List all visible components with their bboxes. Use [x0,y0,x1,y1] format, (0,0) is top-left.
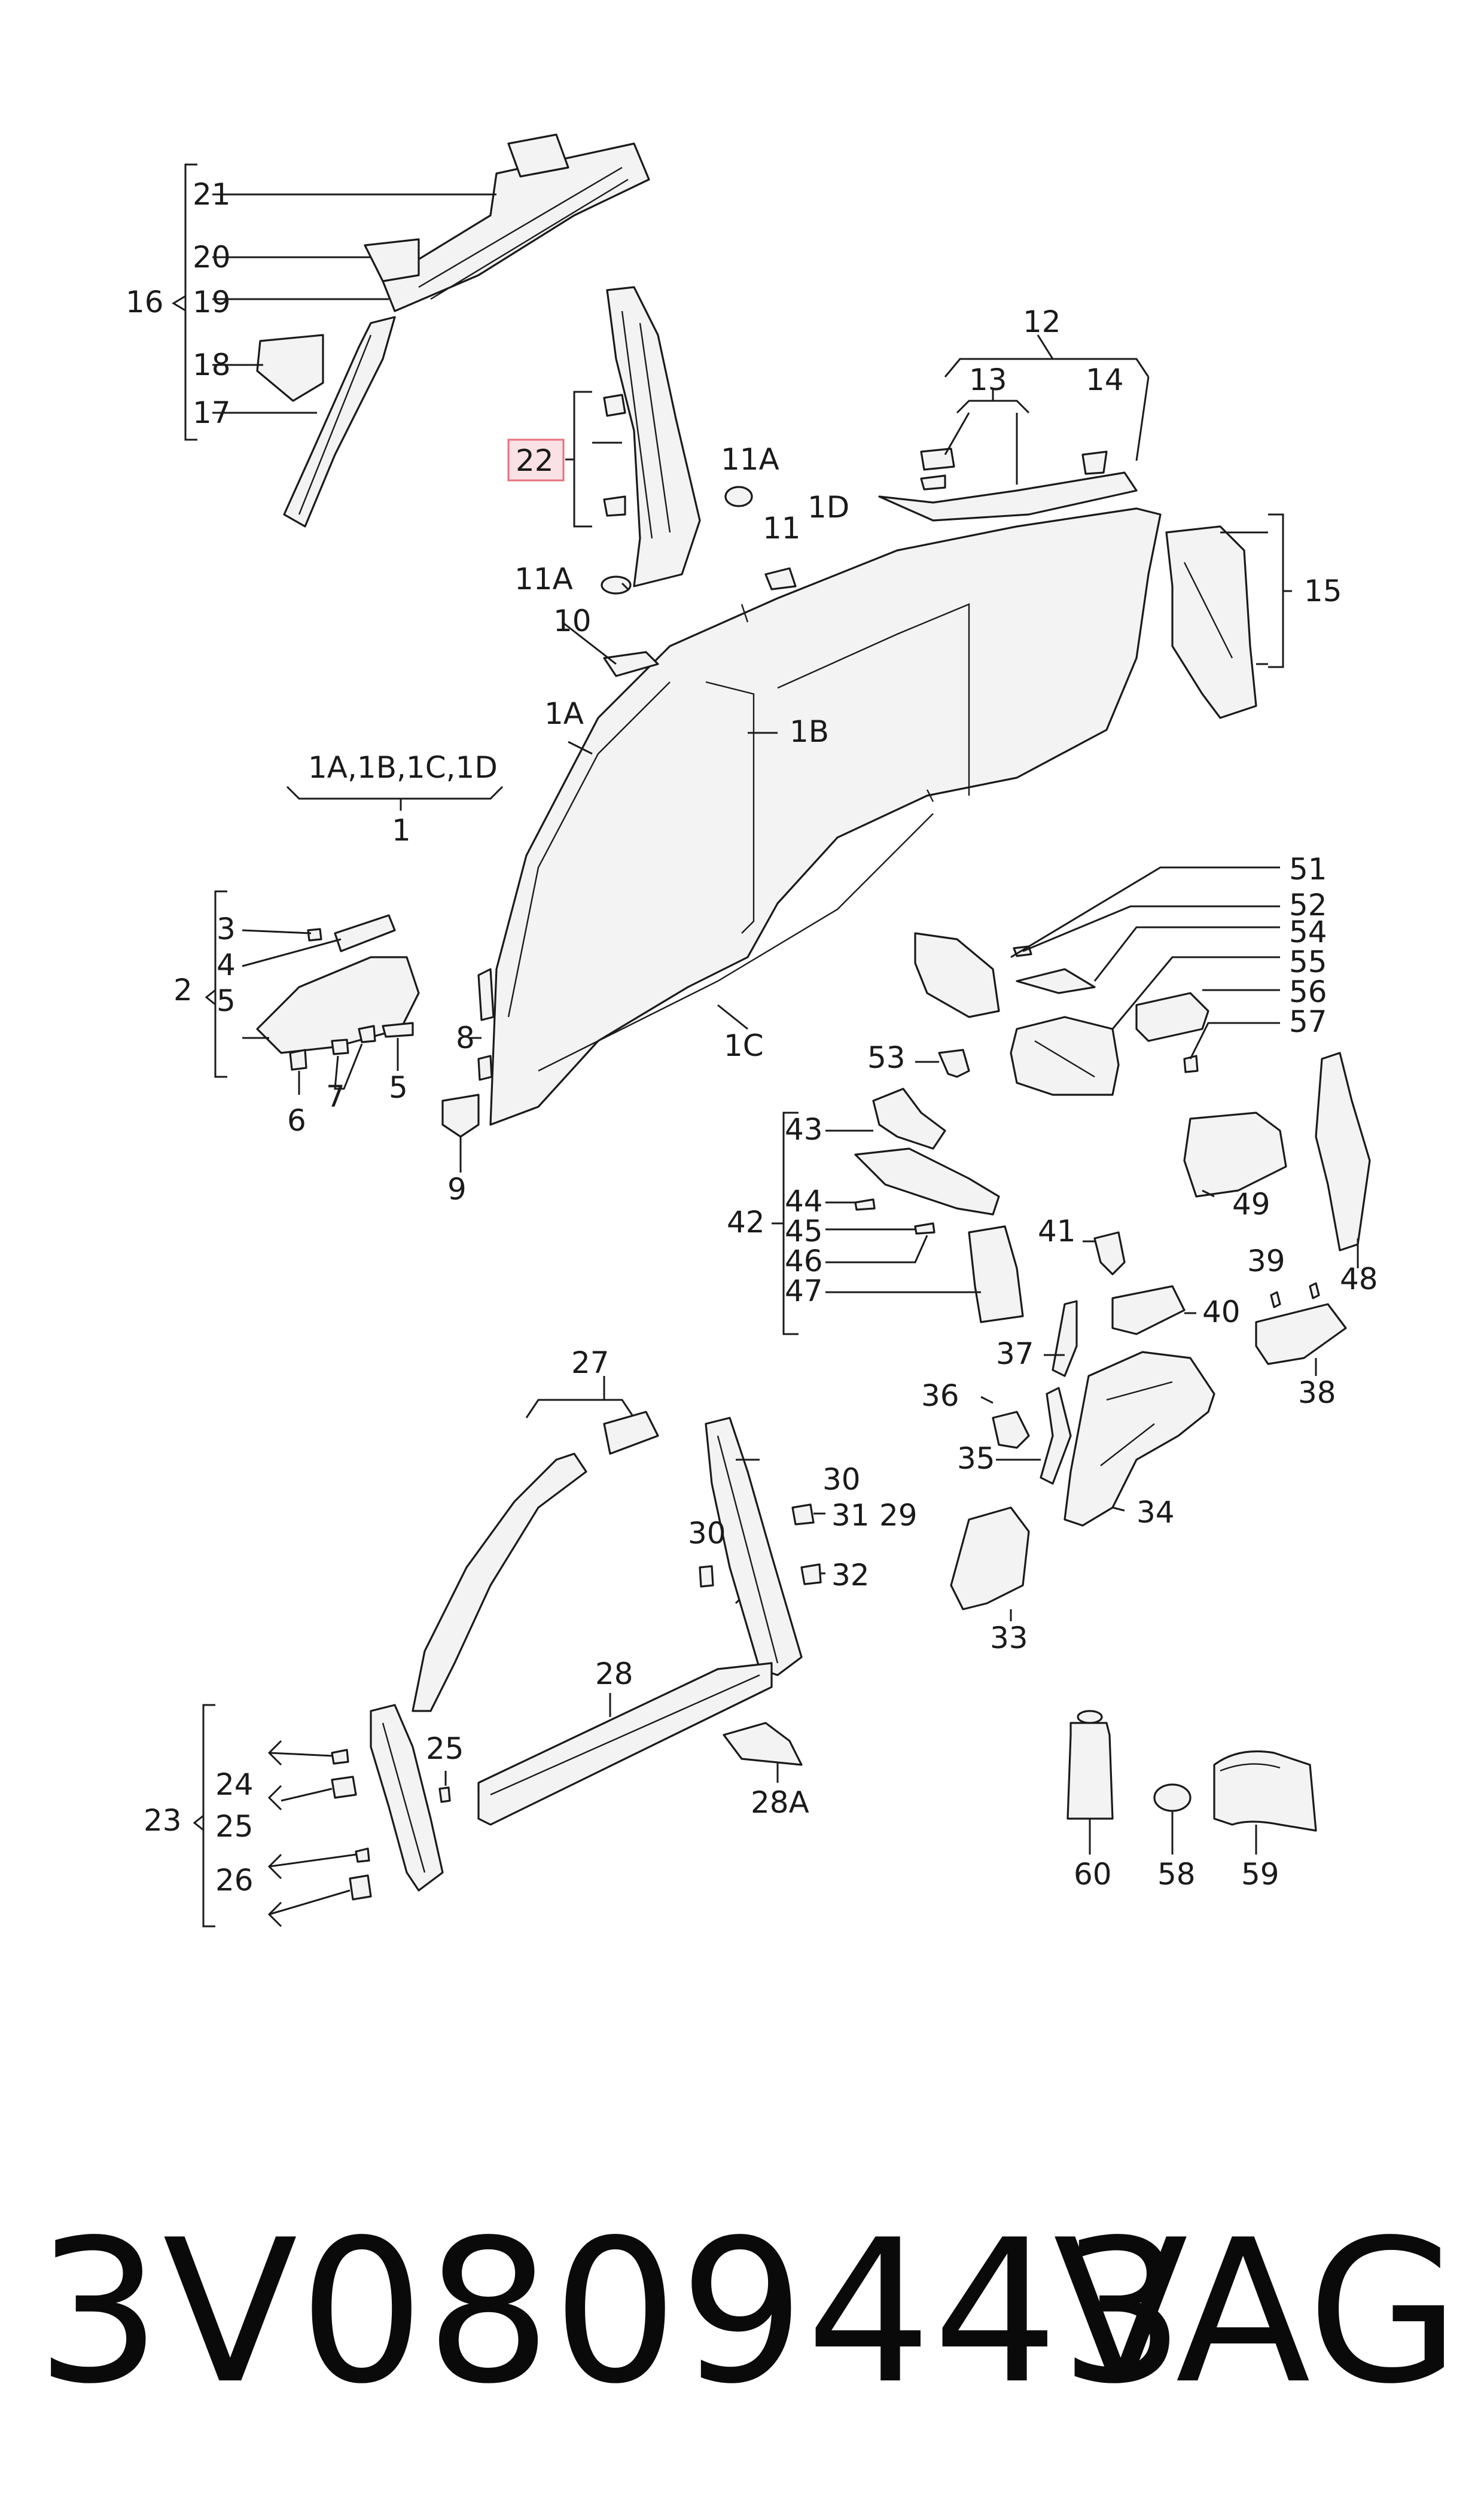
inner-pillar-group [412,1376,825,1712]
callout-1b: 1B [790,714,829,749]
callout-44: 44 [785,1184,823,1219]
callout-60: 60 [1074,1857,1112,1892]
callout-48: 48 [1340,1262,1378,1296]
callout-22: 22 [516,443,554,478]
callout-1d: 1D [807,490,849,525]
sill-group [477,1662,803,1826]
callout-56: 56 [1289,975,1327,1009]
callout-11a-top: 11A [721,442,779,477]
callout-47: 47 [785,1274,823,1308]
callout-49: 49 [1232,1187,1270,1222]
callout-21: 21 [193,177,231,212]
callout-1-group: 1A,1B,1C,1D [308,750,498,785]
callout-25-right: 25 [426,1731,464,1766]
callout-10: 10 [553,604,592,638]
callout-35: 35 [957,1441,995,1476]
callout-55: 55 [1289,945,1327,979]
callout-24: 24 [215,1767,254,1802]
callout-45: 45 [785,1214,823,1249]
adhesive-tape-roll-icon [1213,1750,1317,1832]
side-panel-group [286,507,1162,1173]
callout-15: 15 [1304,574,1342,608]
callout-28: 28 [595,1657,633,1691]
a-pillar-lower-group [193,1704,451,1928]
callout-20: 20 [193,240,231,275]
callout-30-right: 30 [822,1462,861,1497]
callout-11a-left: 11A [514,562,573,596]
callout-29: 29 [879,1498,918,1533]
b-pillar-group [507,286,753,595]
callout-16: 16 [126,285,164,319]
rear-inner-panel-group [914,866,1280,1096]
callout-7: 7 [326,1079,345,1114]
callout-18: 18 [193,348,231,382]
callout-23: 23 [144,1803,182,1838]
callout-3: 3 [217,912,236,946]
callout-36: 36 [921,1378,959,1413]
callout-1c: 1C [724,1028,764,1063]
callout-37: 37 [996,1336,1034,1371]
callout-2: 2 [173,973,193,1007]
roof-rail-group [172,133,650,528]
callout-25-left: 25 [215,1809,254,1844]
callout-52: 52 [1289,888,1327,922]
callout-4: 4 [217,948,236,982]
front-wheelhouse-group [205,890,420,1095]
callout-13: 13 [969,363,1007,397]
callout-30-left: 30 [688,1516,726,1551]
callout-34: 34 [1136,1495,1175,1530]
callout-33: 33 [990,1621,1028,1655]
callout-31: 31 [831,1498,870,1533]
callout-8: 8 [456,1021,475,1055]
rear-wheel-arch-group [950,1351,1215,1621]
callout-57: 57 [1289,1004,1327,1039]
callout-42: 42 [727,1205,765,1240]
callout-46: 46 [785,1244,823,1278]
rear-brace-group [1044,1052,1371,1377]
callout-39: 39 [1247,1244,1285,1278]
rear-panel-group [878,334,1292,719]
callout-28a: 28A [751,1785,809,1820]
callout-9: 9 [447,1172,467,1207]
callout-26: 26 [215,1863,254,1898]
callout-12: 12 [1023,305,1061,339]
callout-41: 41 [1038,1214,1076,1249]
part-number-label: 3V0809443 [36,2197,1187,2427]
cap-plug-icon [1153,1783,1192,1812]
callout-51: 51 [1289,852,1327,887]
callout-27: 27 [571,1345,610,1380]
callout-59: 59 [1241,1857,1279,1892]
callout-40: 40 [1202,1295,1241,1329]
callout-6: 6 [287,1103,306,1138]
callout-11: 11 [763,511,801,546]
highlight-box-22 [507,439,565,482]
callout-54: 54 [1289,915,1327,949]
callout-19: 19 [193,285,231,319]
callout-38: 38 [1298,1375,1336,1410]
callout-43: 43 [785,1112,823,1147]
callout-32: 32 [831,1558,870,1593]
callout-53: 53 [867,1040,906,1075]
callout-5-left: 5 [217,984,236,1018]
callout-1a: 1A [544,696,584,731]
accessories-group [1066,1710,1317,1855]
brand-label: VAG [1053,2197,1460,2427]
inner-sill-group [772,1088,1024,1335]
spray-can-icon [1066,1722,1114,1820]
callout-14: 14 [1086,363,1124,397]
callout-17: 17 [193,395,231,430]
callout-5-right: 5 [389,1070,408,1105]
callout-58: 58 [1157,1857,1196,1892]
callout-1: 1 [392,813,411,848]
